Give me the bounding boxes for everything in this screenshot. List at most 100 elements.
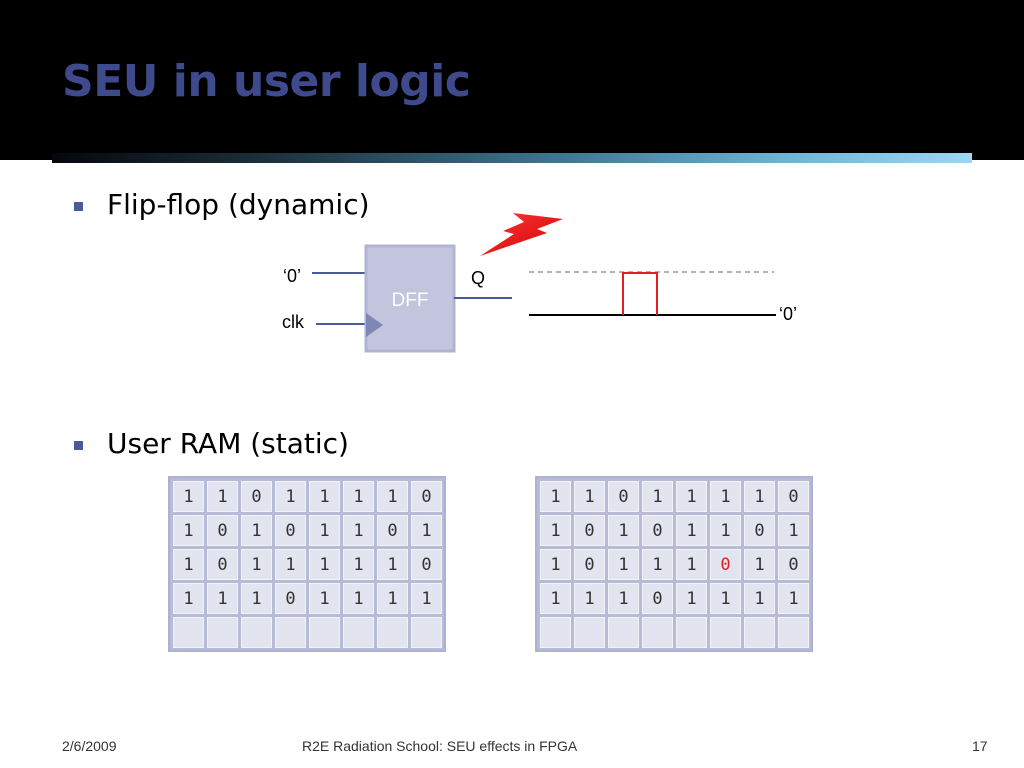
- ram-bit-cell: 1: [642, 549, 673, 580]
- ram-bit-cell: [275, 617, 306, 648]
- ram-bit-cell: 1: [241, 515, 272, 546]
- bullet-user-ram: User RAM (static): [107, 427, 349, 460]
- dff-block: [364, 244, 456, 353]
- ram-bit-cell: [309, 617, 340, 648]
- q-label: Q: [471, 268, 485, 288]
- ram-bit-cell: [710, 617, 741, 648]
- ram-bit-cell: 1: [275, 481, 306, 512]
- ram-bit-cell: 1: [173, 481, 204, 512]
- ram-bit-cell: [574, 617, 605, 648]
- ram-bit-cell: 0: [574, 515, 605, 546]
- ram-bit-cell: 1: [173, 515, 204, 546]
- ram-bit-cell: 1: [540, 515, 571, 546]
- ram-bit-cell: 0: [275, 515, 306, 546]
- ram-bit-cell: 0: [574, 549, 605, 580]
- ram-bit-cell: 1: [377, 549, 408, 580]
- ram-bit-cell: 0: [377, 515, 408, 546]
- lightning-bolt-icon: [480, 213, 563, 256]
- ram-bit-cell: 1: [173, 549, 204, 580]
- title-band: [0, 0, 1024, 160]
- ram-bit-cell: 1: [207, 481, 238, 512]
- ram-bit-cell: [642, 617, 673, 648]
- ram-bit-cell: 1: [710, 583, 741, 614]
- ram-bit-cell: 1: [343, 481, 374, 512]
- ram-bit-cell: 1: [309, 515, 340, 546]
- ram-bit-cell: 1: [540, 583, 571, 614]
- d-input-label: ‘0’: [283, 266, 301, 286]
- ram-bit-cell: 1: [744, 481, 775, 512]
- ram-bit-cell: [778, 617, 809, 648]
- waveform-level-label: ‘0’: [779, 304, 797, 324]
- ram-bit-cell: 1: [676, 515, 707, 546]
- ram-bit-cell: [343, 617, 374, 648]
- ram-bit-cell: 1: [309, 481, 340, 512]
- ram-bit-cell: [411, 617, 442, 648]
- bullet-square-icon: [74, 202, 83, 211]
- ram-bit-cell: 1: [343, 549, 374, 580]
- ram-bit-cell: 0: [642, 583, 673, 614]
- ram-bit-cell: 1: [676, 481, 707, 512]
- ram-bit-cell: [241, 617, 272, 648]
- ram-bit-cell: 1: [540, 481, 571, 512]
- ram-bit-cell: 1: [377, 583, 408, 614]
- ram-bit-cell: 0: [608, 481, 639, 512]
- ram-bit-cell: 1: [343, 583, 374, 614]
- ram-bit-cell: 1: [778, 515, 809, 546]
- ram-bit-cell: 1: [241, 549, 272, 580]
- ram-bit-cell: 0: [241, 481, 272, 512]
- ram-bit-cell: [377, 617, 408, 648]
- ram-bit-cell: [676, 617, 707, 648]
- ram-bit-cell: 0: [275, 583, 306, 614]
- ram-bit-cell: 0: [744, 515, 775, 546]
- ram-bit-cell: 1: [744, 583, 775, 614]
- ram-bit-cell: 1: [309, 583, 340, 614]
- page-number: 17: [972, 738, 988, 754]
- ram-bit-cell: 0: [207, 515, 238, 546]
- ram-bit-cell: [608, 617, 639, 648]
- ram-bit-cell: 1: [608, 515, 639, 546]
- clock-triangle-icon: [366, 313, 383, 337]
- ram-bit-cell: 1: [642, 481, 673, 512]
- ram-bit-cell: 1: [343, 515, 374, 546]
- ram-bit-cell: 1: [710, 481, 741, 512]
- ram-bit-cell: 1: [676, 549, 707, 580]
- ram-bit-cell: 0: [207, 549, 238, 580]
- ram-bit-cell: 1: [744, 549, 775, 580]
- ram-bit-cell: 1: [574, 481, 605, 512]
- ram-bit-cell: 1: [275, 549, 306, 580]
- dff-label: DFF: [392, 290, 429, 311]
- ram-bit-cell: 1: [309, 549, 340, 580]
- flipflop-diagram: DFF ‘0’ clk Q ‘0’: [282, 213, 797, 353]
- ram-bit-cell: [173, 617, 204, 648]
- ram-bit-cell: 0: [778, 549, 809, 580]
- ram-bit-cell: 1: [574, 583, 605, 614]
- ram-bit-cell: 1: [710, 515, 741, 546]
- ram-bit-cell: [744, 617, 775, 648]
- ram-bit-cell: 0: [411, 481, 442, 512]
- ram-bit-cell: 0: [778, 481, 809, 512]
- glitch-pulse: [622, 272, 658, 315]
- ram-bit-cell: 0: [642, 515, 673, 546]
- clk-label: clk: [282, 312, 305, 332]
- footer-title: R2E Radiation School: SEU effects in FPG…: [302, 738, 578, 754]
- ram-bit-cell: 1: [608, 549, 639, 580]
- title-underline-bar: [52, 153, 972, 163]
- ram-bit-cell: 1: [173, 583, 204, 614]
- footer-date: 2/6/2009: [62, 738, 117, 754]
- ram-bit-cell: 1: [377, 481, 408, 512]
- ram-bit-cell: 1: [207, 583, 238, 614]
- ram-bit-cell: 0: [411, 549, 442, 580]
- ram-bit-cell: 1: [411, 515, 442, 546]
- ram-bit-cell: [207, 617, 238, 648]
- ram-bit-cell: 1: [778, 583, 809, 614]
- bullet-flipflop: Flip-flop (dynamic): [107, 188, 370, 221]
- ram-bit-cell-upset: 0: [710, 549, 741, 580]
- slide-title: SEU in user logic: [62, 56, 471, 107]
- ram-bit-cell: 1: [411, 583, 442, 614]
- ram-bit-cell: 1: [676, 583, 707, 614]
- ram-bit-cell: 1: [241, 583, 272, 614]
- ram-bit-cell: 1: [540, 549, 571, 580]
- ram-bit-cell: [540, 617, 571, 648]
